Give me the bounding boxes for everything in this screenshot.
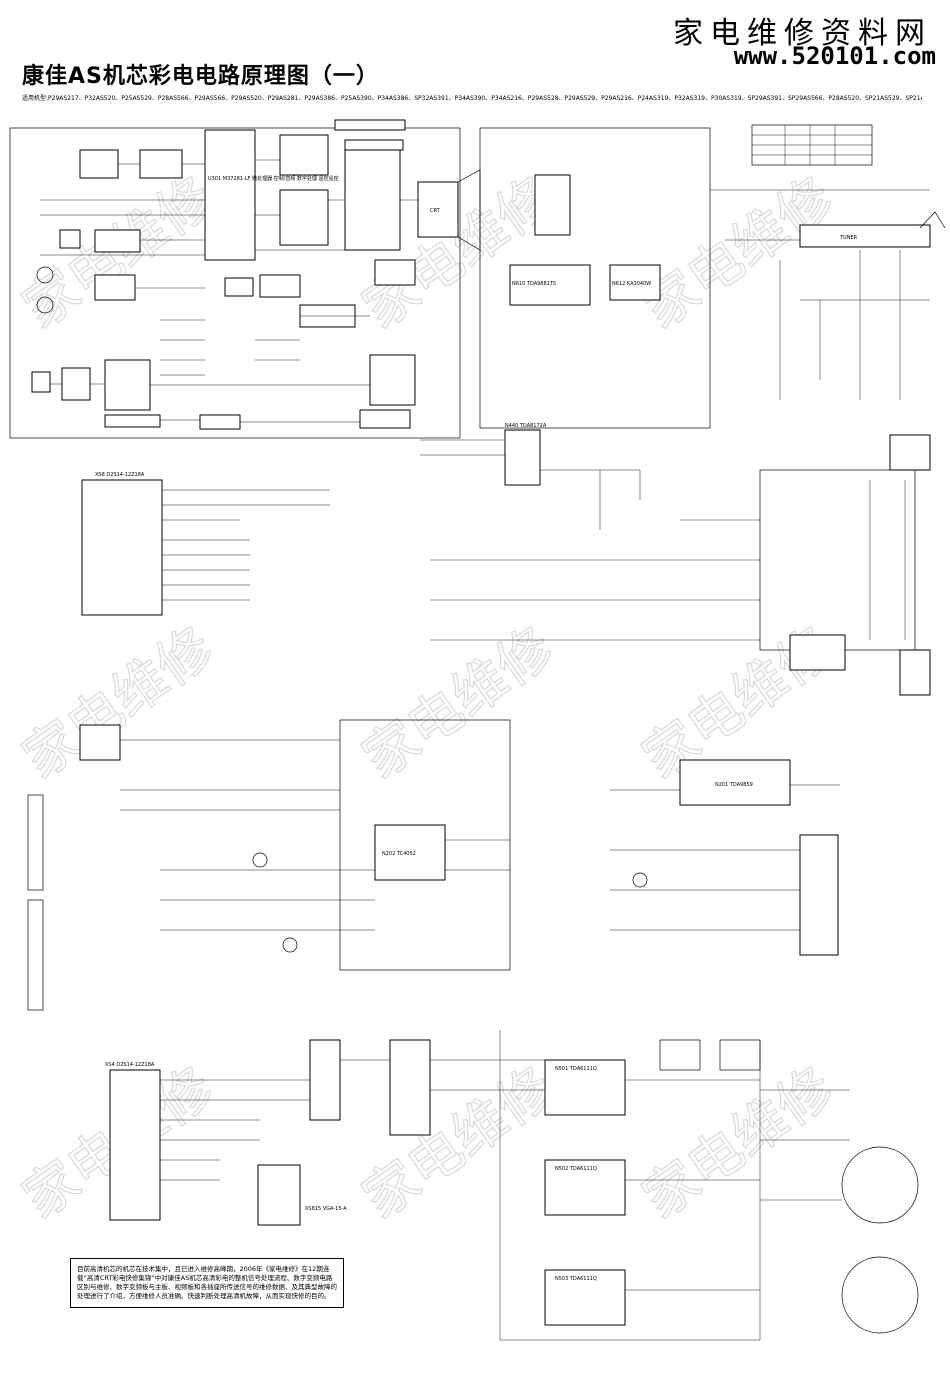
connector-xs4	[109, 1069, 161, 1221]
video-amp-section: N501 TDA6111Q N502 TDA6111Q N503 TDA6111…	[389, 1030, 919, 1341]
sound-ic-label: N201 TDA9859	[715, 782, 753, 788]
watermark-brand: 家电维修资料网	[673, 16, 932, 51]
connector-xs8-label: XS8 D2S14-12Z18A	[95, 472, 145, 478]
field-ic	[504, 429, 541, 486]
video-amp-1-label: N501 TDA6111Q	[555, 1066, 597, 1072]
connector-xs8	[81, 479, 163, 616]
sound-ic	[679, 759, 791, 806]
av-switch-label: N202 TC4052	[382, 851, 416, 857]
cpu-block	[204, 129, 256, 261]
key-section: XS4 D2S14-12Z18A XS815 VGA-15-A	[105, 1039, 390, 1226]
crt-socket	[841, 1146, 919, 1224]
tuner-section: N612 KA3040W N610 TDA9881TS TUNER	[479, 124, 946, 429]
svg-text:家电维修: 家电维修	[11, 615, 224, 790]
svg-text:家电维修: 家电维修	[631, 1055, 844, 1230]
watermark-site: www.520101.com	[733, 42, 936, 70]
note-box: 目前高清机芯的机芯在技术集中，且已进入维修高峰期，2006年《家电维修》在12期…	[70, 1258, 344, 1308]
block-diagram: U301 M37281-LF 微处理器 控制/音频 数字处理 遥控遥控 CRT	[9, 119, 481, 439]
crt-label: CRT	[430, 208, 441, 214]
deflection-section: N440 TDA8172A XS8 D2S14-12Z18A	[81, 423, 931, 696]
video-amp-3-label: N503 TDA6111Q	[555, 1276, 597, 1282]
video-amp-3	[544, 1269, 626, 1326]
ic-n612	[609, 264, 661, 301]
svg-text:家电维修: 家电维修	[11, 165, 224, 340]
ic-n610	[509, 264, 591, 306]
video-amp-2	[544, 1159, 626, 1216]
av-switch-section: N202 TC4052	[27, 719, 511, 1011]
svg-text:家电维修: 家电维修	[351, 615, 564, 790]
vga-connector	[257, 1164, 301, 1226]
video-amp-1	[544, 1059, 626, 1116]
cpu-label: U301 M37281-LF 微处理器 控制/音频 数字处理 遥控遥控	[208, 175, 339, 182]
video-amp-2-label: N502 TDA6111Q	[555, 1166, 597, 1172]
sound-section: N201 TDA9859	[610, 759, 840, 956]
crt-block	[417, 181, 459, 238]
tuner-block	[799, 224, 931, 248]
field-ic-label: N440 TDA8172A	[505, 423, 547, 429]
tuner-label: TUNER	[839, 235, 858, 241]
applicable-models: 适用机型:P29AS217、P32AS520、P25AS529、P28AS566…	[22, 95, 922, 102]
crt-socket-2	[841, 1256, 919, 1334]
ic-n610-label: N610 TDA9881TS	[512, 281, 556, 287]
av-switch-ic	[374, 824, 446, 881]
connector-xs4-label: XS4 D2S14-12Z18A	[105, 1062, 155, 1068]
svg-text:家电维修: 家电维修	[631, 165, 844, 340]
ic-n612-label: N612 KA3040W	[612, 281, 651, 287]
page-title: 康佳AS机芯彩电电路原理图（一）	[22, 64, 379, 89]
svg-text:家电维修: 家电维修	[351, 1055, 564, 1230]
vga-label: XS815 VGA-15-A	[305, 1206, 347, 1212]
